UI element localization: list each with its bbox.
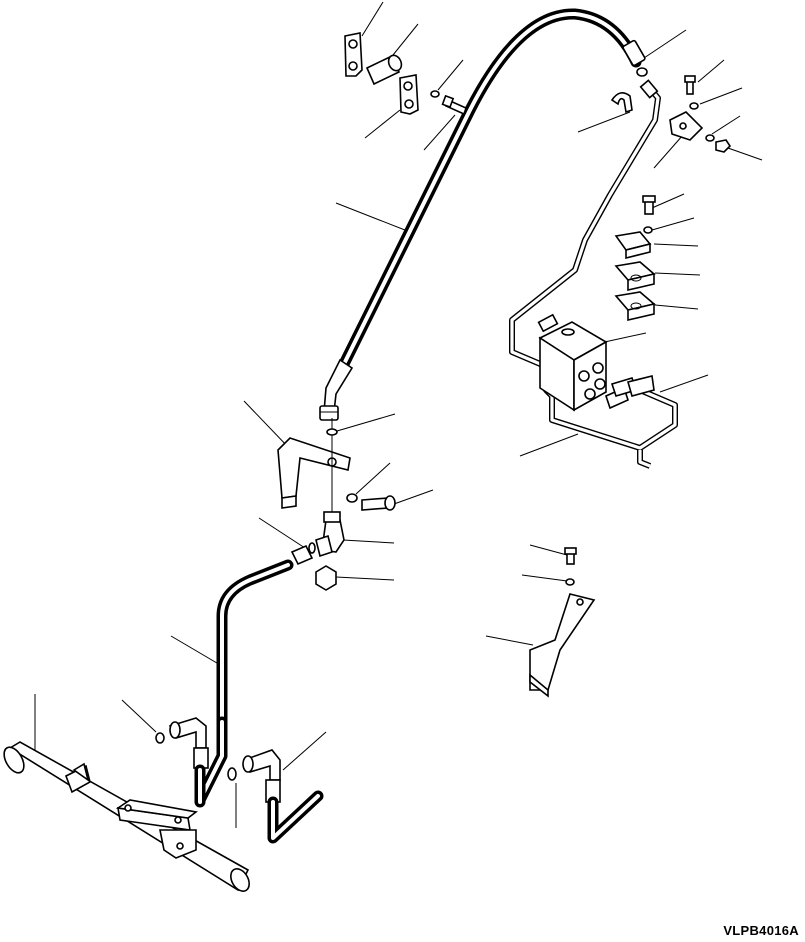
mounting-block [669, 111, 704, 141]
washer-bracket [346, 493, 358, 503]
hydraulic-hose-long [334, 8, 642, 378]
lock-washer [430, 90, 440, 98]
o-ring [326, 428, 338, 436]
clamp-half-2 [614, 261, 656, 292]
hydraulic-cylinder [3, 741, 250, 892]
elbow-fitting [315, 511, 345, 558]
nut [715, 139, 732, 153]
bolt [441, 94, 467, 116]
bolt-support [564, 547, 577, 565]
washer-2 [705, 134, 715, 142]
o-ring-cylinder [155, 732, 165, 744]
bolt-top-right [684, 75, 696, 95]
hose-bracket [277, 437, 351, 509]
hose-right [267, 790, 324, 844]
hose-end-fitting [622, 39, 648, 77]
washer-support [565, 578, 575, 586]
hose-fitting-elbow-left [168, 717, 209, 769]
o-ring-right [227, 767, 237, 781]
washer [689, 102, 699, 110]
support-bracket [529, 593, 596, 698]
hydraulic-tube [509, 79, 661, 369]
clamp-half-1 [614, 231, 652, 260]
bolt-bracket [361, 495, 396, 511]
u-clamp [610, 92, 633, 114]
hose-fitting-elbow-right [242, 749, 281, 803]
bracket-plate [344, 32, 363, 77]
control-valve [537, 313, 655, 412]
hose-fitting-elbow [319, 358, 354, 421]
bracket-plate-2 [399, 74, 419, 115]
cap-nut [315, 565, 337, 591]
clamp-half-3 [614, 291, 656, 322]
washer-clamp [643, 226, 653, 234]
hose-nut [290, 544, 314, 566]
spacer-collar [365, 54, 403, 86]
hydraulic-hose [194, 559, 294, 806]
o-ring-elbow [308, 542, 316, 554]
bolt-clamp [642, 195, 656, 215]
leader-lines [34, 1, 763, 828]
drawing-code: VLPB4016A [723, 923, 799, 938]
